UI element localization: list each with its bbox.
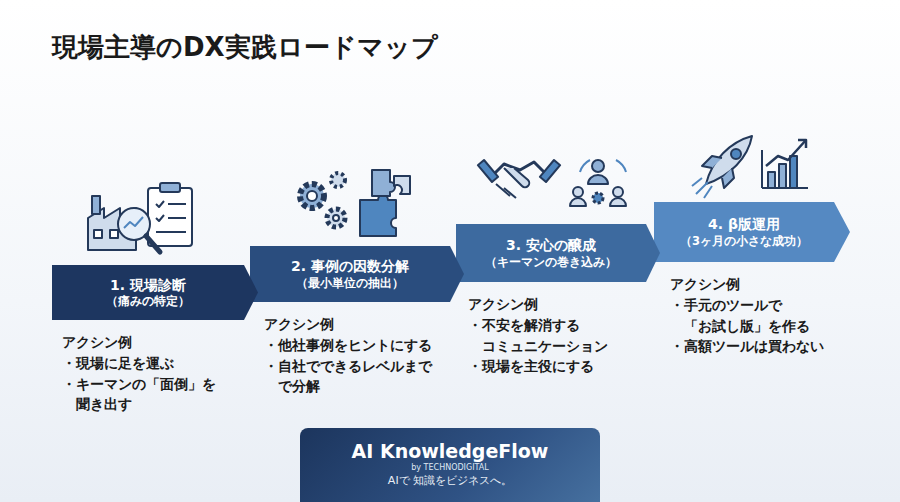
action-item: ・手元のツールで 「お試し版」を作る xyxy=(670,295,855,336)
step-title: 1. 現場診断 xyxy=(52,276,244,294)
action-list: アクシン例・不安を解消する コミュニケーション・現場を主役にする xyxy=(468,294,653,376)
step-title: 4. β版運用 xyxy=(654,215,834,233)
action-item: ・自社でできるレベルまで で分解 xyxy=(264,356,449,397)
roadmap-step: 4. β版運用（3ヶ月の小さな成功）アクシン例・手元のツールで 「お試し版」を作… xyxy=(654,202,850,262)
step-heading: 4. β版運用（3ヶ月の小さな成功） xyxy=(654,202,834,262)
roadmap-step: 2. 事例の因数分解（最小単位の抽出）アクシン例・他社事例をヒントにする・自社で… xyxy=(250,246,464,302)
brand-tagline: AIで 知識をビジネスへ。 xyxy=(300,473,600,490)
launch-icon xyxy=(692,136,808,198)
step-title: 2. 事例の因数分解 xyxy=(250,257,450,275)
action-heading: アクシン例 xyxy=(264,314,449,334)
action-heading: アクシン例 xyxy=(62,332,227,352)
step-subtitle: （3ヶ月の小さな成功） xyxy=(654,234,834,249)
arrow-band-fill xyxy=(654,202,850,262)
analysis-icon xyxy=(300,170,410,236)
step-heading: 1. 現場診断（痛みの特定） xyxy=(52,265,244,320)
action-item: ・現場を主役にする xyxy=(468,356,653,376)
action-heading: アクシン例 xyxy=(468,294,653,314)
diagnosis-icon xyxy=(88,183,192,252)
step-subtitle: （最小単位の抽出） xyxy=(250,276,450,291)
action-item: ・不安を解消する コミュニケーション xyxy=(468,315,653,356)
action-heading: アクシン例 xyxy=(670,274,855,294)
step-title: 3. 安心の醸成 xyxy=(456,236,646,254)
step-subtitle: （痛みの特定） xyxy=(52,294,244,309)
step-subtitle: （キーマンの巻き込み） xyxy=(456,255,646,270)
brand-byline: by TECHNODIGITAL xyxy=(300,463,600,473)
arrow-band-fill xyxy=(52,265,258,320)
step-heading: 2. 事例の因数分解（最小単位の抽出） xyxy=(250,246,450,302)
collaboration-icon xyxy=(478,160,626,206)
action-list: アクシン例・手元のツールで 「お試し版」を作る・高額ツールは買わない xyxy=(670,274,855,356)
step-heading: 3. 安心の醸成（キーマンの巻き込み） xyxy=(456,224,646,282)
action-item: ・現場に足を運ぶ xyxy=(62,353,227,373)
page-title: 現場主導のDX実践ロードマップ xyxy=(52,30,438,65)
action-list: アクシン例・他社事例をヒントにする・自社でできるレベルまで で分解 xyxy=(264,314,449,396)
roadmap-step: 1. 現場診断（痛みの特定）アクシン例・現場に足を運ぶ・キーマンの「面倒」を 聞… xyxy=(52,265,258,320)
action-item: ・キーマンの「面倒」を 聞き出す xyxy=(62,374,227,415)
action-item: ・高額ツールは買わない xyxy=(670,336,855,356)
arrow-band-fill xyxy=(456,224,660,282)
arrow-band-fill xyxy=(250,246,464,302)
action-list: アクシン例・現場に足を運ぶ・キーマンの「面倒」を 聞き出す xyxy=(62,332,227,414)
action-item: ・他社事例をヒントにする xyxy=(264,335,449,355)
brand-panel: AI KnowledgeFlowby TECHNODIGITALAIで 知識をビ… xyxy=(300,428,600,502)
roadmap-step: 3. 安心の醸成（キーマンの巻き込み）アクシン例・不安を解消する コミュニケーシ… xyxy=(456,224,660,282)
brand-name: AI KnowledgeFlow xyxy=(300,440,600,463)
